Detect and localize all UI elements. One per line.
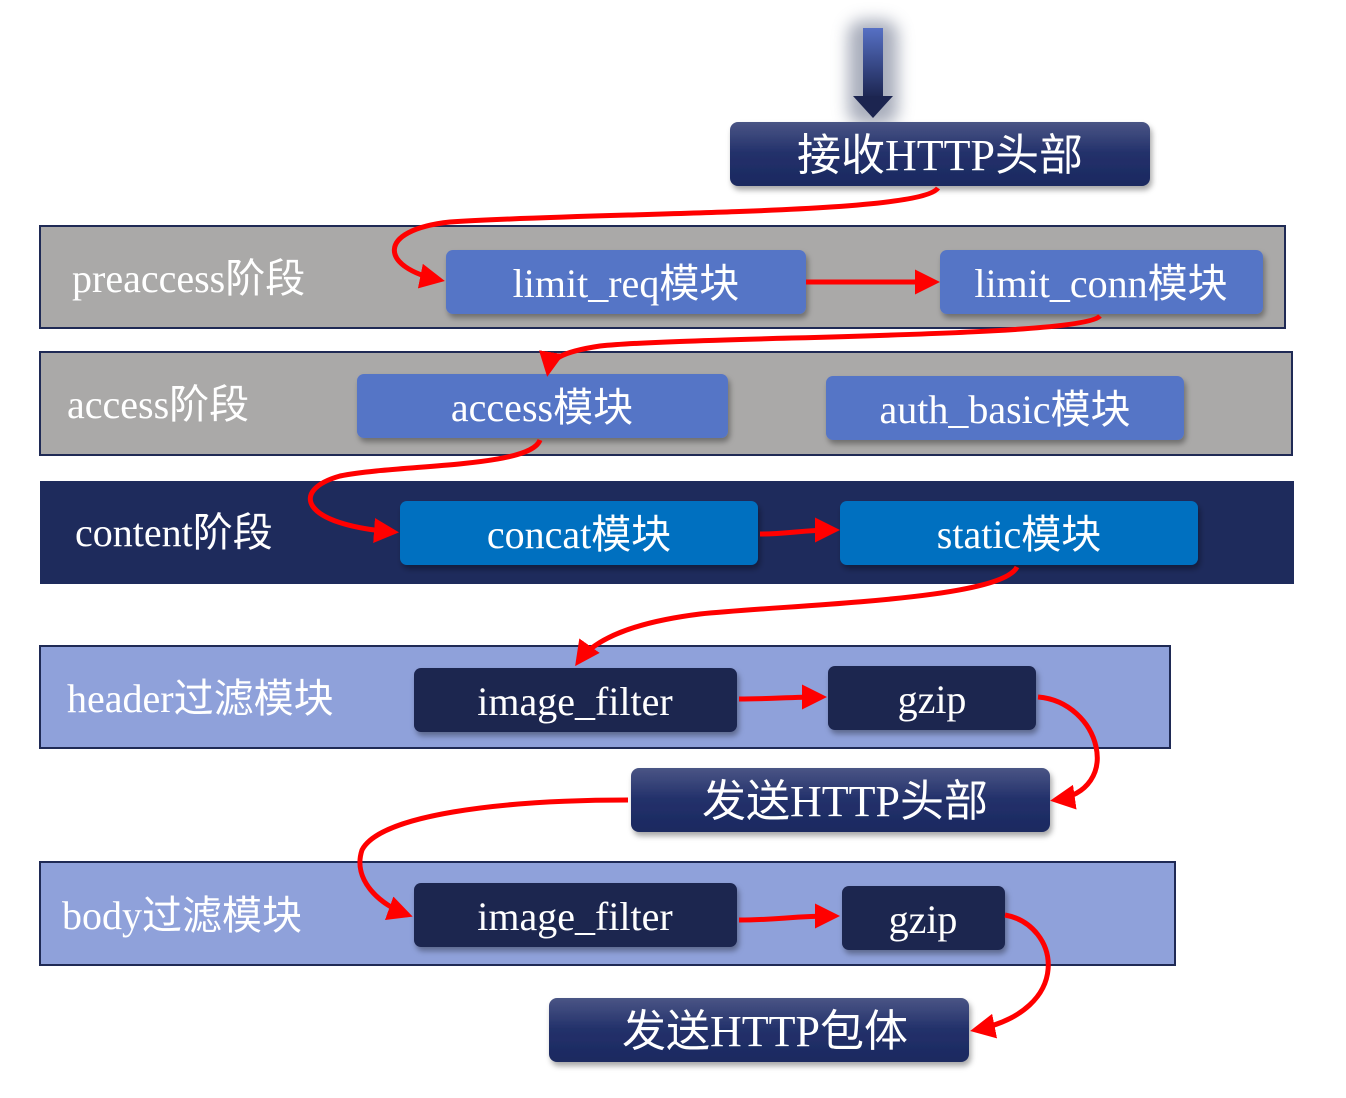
- header-filter-band: header过滤模块 image_filter gzip: [39, 645, 1171, 749]
- send-body-box: 发送HTTP包体: [549, 998, 969, 1062]
- flow-arrow-icon: [538, 313, 1102, 377]
- concat-module: [400, 501, 758, 565]
- limit-conn-label: limit_conn模块: [974, 261, 1227, 306]
- body-gzip-module: [842, 886, 1005, 950]
- limit-conn-module: [940, 250, 1263, 314]
- body-filter-label: body过滤模块: [62, 893, 302, 938]
- preaccess-phase-band: preaccess阶段 limit_req模块 limit_conn模块: [39, 225, 1286, 329]
- header-image-filter-label: image_filter: [477, 679, 672, 724]
- access-module: [357, 374, 728, 438]
- flow-arrow-icon: [1037, 694, 1100, 810]
- flow-arrows: [307, 186, 1102, 1039]
- flow-arrow-icon: [738, 903, 840, 929]
- receive-header-box: 接收HTTP头部: [730, 122, 1150, 186]
- body-gzip-label: gzip: [889, 897, 958, 942]
- header-image-filter-module: [414, 668, 737, 732]
- preaccess-label: preaccess阶段: [72, 256, 305, 301]
- header-gzip-label: gzip: [898, 677, 967, 722]
- send-header-box: 发送HTTP头部: [631, 768, 1050, 832]
- flow-arrow-icon: [357, 797, 629, 921]
- access-module-label: access模块: [451, 385, 633, 430]
- header-gzip-module: [828, 666, 1036, 730]
- body-image-filter-label: image_filter: [477, 894, 672, 939]
- incoming-arrow-icon: [848, 20, 898, 125]
- header-filter-label: header过滤模块: [67, 676, 334, 721]
- content-phase-band: content阶段 concat模块 static模块: [40, 481, 1294, 584]
- flow-arrow-icon: [759, 517, 840, 543]
- receive-header-label: 接收HTTP头部: [797, 131, 1083, 180]
- static-module: [840, 501, 1198, 565]
- send-header-label: 发送HTTP头部: [702, 777, 988, 826]
- auth-basic-label: auth_basic模块: [879, 387, 1130, 432]
- flow-arrow-icon: [738, 684, 827, 710]
- content-label: content阶段: [75, 510, 273, 555]
- access-phase-band: access阶段 access模块 auth_basic模块: [39, 351, 1293, 456]
- send-body-label: 发送HTTP包体: [622, 1007, 908, 1056]
- flow-arrow-icon: [391, 186, 941, 289]
- body-image-filter-module: [414, 883, 737, 947]
- body-filter-band: body过滤模块 image_filter gzip: [39, 861, 1176, 966]
- auth-basic-module: [826, 376, 1184, 440]
- flow-arrow-icon: [575, 565, 1020, 667]
- static-label: static模块: [937, 512, 1101, 557]
- flow-arrow-icon: [970, 912, 1051, 1039]
- access-label: access阶段: [67, 382, 249, 427]
- flow-arrow-icon: [307, 438, 543, 543]
- concat-label: concat模块: [487, 512, 671, 557]
- limit-req-module: [446, 250, 806, 314]
- limit-req-label: limit_req模块: [513, 261, 740, 306]
